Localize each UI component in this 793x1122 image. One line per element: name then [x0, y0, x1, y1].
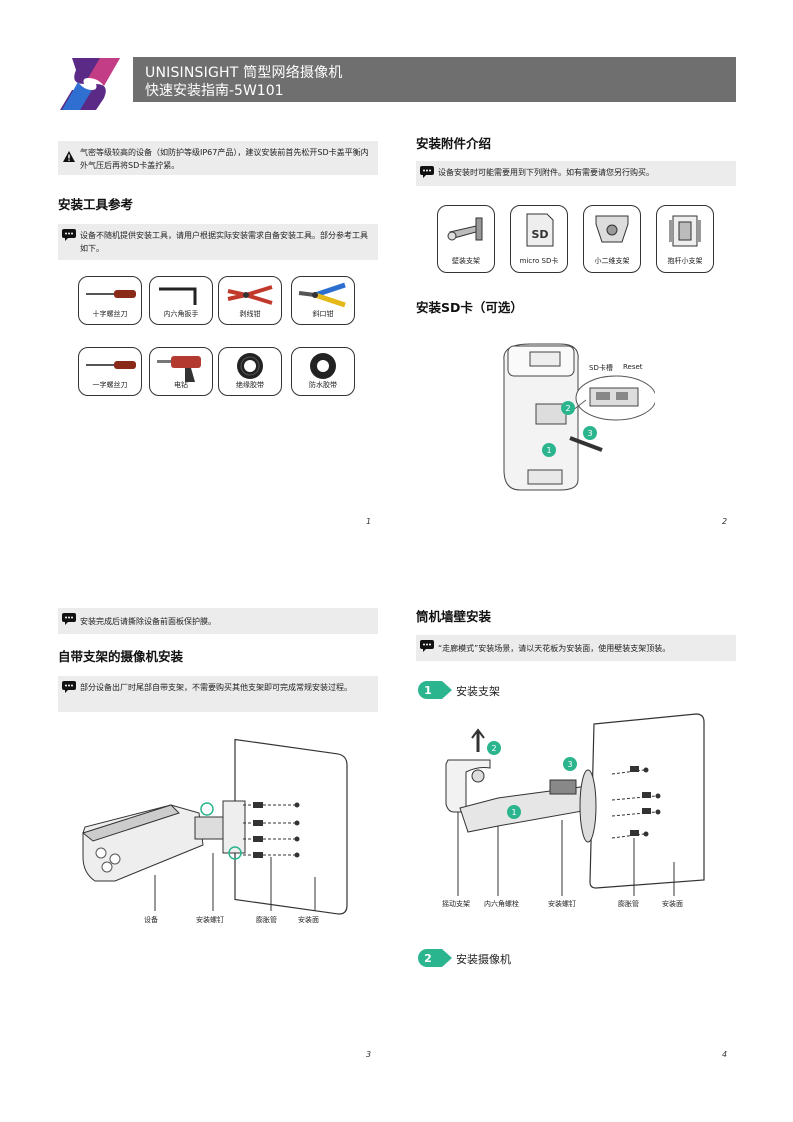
screwdriver-icon — [86, 361, 136, 369]
page-number: 2 — [722, 517, 728, 526]
message-icon — [420, 166, 434, 178]
pole-bracket-icon — [669, 215, 701, 247]
tool-waterproof-tape: 防水胶带 — [291, 347, 355, 396]
film-note-text: 安装完成后请撕除设备前面板保护膜。 — [80, 617, 216, 626]
wall-mount-illustration: 1 2 3 — [438, 712, 708, 897]
tool-label: 一字螺丝刀 — [92, 381, 128, 389]
tool-label: 绝缘胶带 — [236, 381, 264, 389]
hex-wrench-icon — [159, 287, 197, 305]
svg-text:3: 3 — [587, 429, 592, 438]
accessory-pole-bracket: 抱杆小支架 — [656, 205, 714, 273]
message-icon — [62, 229, 76, 241]
tool-label: 内六角扳手 — [163, 310, 199, 318]
wall-heading: 筒机墙壁安装 — [416, 609, 492, 624]
label-device: 设备 — [144, 916, 158, 924]
page-number: 1 — [366, 517, 372, 526]
tape-icon — [237, 353, 263, 379]
wall-bracket-icon — [447, 217, 483, 241]
warning-text: 气密等级较高的设备（如防护等级IP67产品），建议安装前首先松开SD卡盖平衡内外… — [80, 148, 369, 170]
label-anchors: 膨胀管 — [256, 916, 277, 924]
sd-card-icon: SD — [526, 213, 554, 247]
label-screws: 安装螺钉 — [196, 916, 224, 924]
bracket-heading: 自带支架的摄像机安装 — [58, 649, 184, 664]
step-number: 1 — [424, 684, 432, 697]
tape-icon — [310, 353, 336, 379]
sd-card-text: SD — [531, 228, 548, 241]
step-arrow-icon: 1 — [418, 681, 452, 699]
wall-note-text: “走廊模式”安装场景，请以天花板为安装面，使用壁装支架顶装。 — [438, 644, 671, 653]
label-mounting-surface: 安装面 — [298, 916, 319, 924]
header-title-bar: UNISINSIGHT 筒型网络摄像机 快速安装指南-5W101 — [133, 57, 736, 102]
callout-3: 3 — [567, 760, 572, 769]
step-label: 安装支架 — [456, 685, 500, 698]
bracket-install-illustration — [75, 733, 355, 918]
pliers-icon — [298, 282, 346, 308]
message-icon — [420, 640, 434, 652]
small-bracket-icon — [595, 215, 629, 243]
sd-slot-label: SD卡槽 — [589, 364, 613, 372]
brand-logo — [58, 56, 122, 112]
accessory-label: micro SD卡 — [519, 257, 559, 265]
drill-icon — [157, 356, 201, 382]
message-icon — [62, 681, 76, 693]
tool-label: 剥线钳 — [239, 310, 261, 318]
tool-label: 斜口钳 — [312, 310, 334, 318]
film-note: 安装完成后请撕除设备前面板保护膜。 — [58, 608, 378, 634]
tools-note: 设备不随机提供安装工具，请用户根据实际安装需求自备安装工具。部分参考工具如下。 — [58, 224, 378, 260]
accessory-label: 抱杆小支架 — [667, 257, 703, 265]
accessory-label: 小二维支架 — [594, 257, 630, 265]
accessory-small-bracket: 小二维支架 — [583, 205, 641, 273]
label-anchors: 膨胀管 — [618, 900, 639, 908]
tool-phillips-screwdriver: 十字螺丝刀 — [78, 276, 142, 325]
page-number: 3 — [366, 1050, 372, 1059]
sd-heading: 安装SD卡（可选） — [416, 300, 523, 315]
accessories-heading: 安装附件介绍 — [416, 136, 492, 151]
tool-flat-screwdriver: 一字螺丝刀 — [78, 347, 142, 396]
warning-icon — [63, 151, 75, 162]
tool-insulating-tape: 绝缘胶带 — [218, 347, 282, 396]
tool-wire-stripper: 剥线钳 — [218, 276, 282, 325]
label-hex-bolt: 内六角螺栓 — [484, 900, 519, 908]
accessory-sd-card: SD micro SD卡 — [510, 205, 568, 273]
bracket-note: 部分设备出厂时尾部自带支架，不需要购买其他支架即可完成常规安装过程。 — [58, 676, 378, 712]
bracket-note-text: 部分设备出厂时尾部自带支架，不需要购买其他支架即可完成常规安装过程。 — [80, 683, 352, 692]
tool-electric-drill: 电钻 — [149, 347, 213, 396]
step-1: 1 安装支架 — [418, 679, 618, 701]
label-swing-bracket: 摇动支架 — [442, 900, 470, 908]
accessory-wall-bracket: 壁装支架 — [437, 205, 495, 273]
tool-diagonal-pliers: 斜口钳 — [291, 276, 355, 325]
wire-stripper-icon — [227, 285, 273, 305]
header-title: UNISINSIGHT 筒型网络摄像机 — [145, 65, 343, 81]
accessories-note-text: 设备安装时可能需要用到下列附件。如有需要请您另行购买。 — [438, 168, 654, 177]
tools-note-text: 设备不随机提供安装工具，请用户根据实际安装需求自备安装工具。部分参考工具如下。 — [80, 231, 368, 253]
step-arrow-icon: 2 — [418, 949, 452, 967]
sd-install-illustration: 2 3 1 SD卡槽 Reset — [490, 340, 657, 495]
tools-heading: 安装工具参考 — [58, 197, 134, 212]
screwdriver-icon — [86, 290, 136, 298]
reset-label: Reset — [623, 363, 643, 371]
tool-label: 防水胶带 — [309, 381, 337, 389]
label-mounting-surface: 安装面 — [662, 900, 683, 908]
svg-text:2: 2 — [565, 404, 570, 413]
message-icon — [62, 613, 76, 625]
accessory-label: 壁装支架 — [452, 257, 480, 265]
tool-hex-wrench: 内六角扳手 — [149, 276, 213, 325]
callout-1: 1 — [511, 808, 516, 817]
tool-label: 十字螺丝刀 — [92, 310, 128, 318]
page-number: 4 — [722, 1050, 728, 1059]
label-screws: 安装螺钉 — [548, 900, 576, 908]
warning-note: 气密等级较高的设备（如防护等级IP67产品），建议安装前首先松开SD卡盖平衡内外… — [58, 141, 378, 175]
header-subtitle: 快速安装指南-5W101 — [145, 83, 284, 99]
callout-2: 2 — [491, 744, 496, 753]
step-2: 2 安装摄像机 — [418, 947, 618, 969]
wall-note: “走廊模式”安装场景，请以天花板为安装面，使用壁装支架顶装。 — [416, 635, 736, 661]
step-label: 安装摄像机 — [456, 953, 511, 966]
tool-label: 电钻 — [174, 381, 188, 389]
accessories-note: 设备安装时可能需要用到下列附件。如有需要请您另行购买。 — [416, 161, 736, 186]
step-number: 2 — [424, 952, 432, 965]
svg-text:1: 1 — [546, 446, 551, 455]
